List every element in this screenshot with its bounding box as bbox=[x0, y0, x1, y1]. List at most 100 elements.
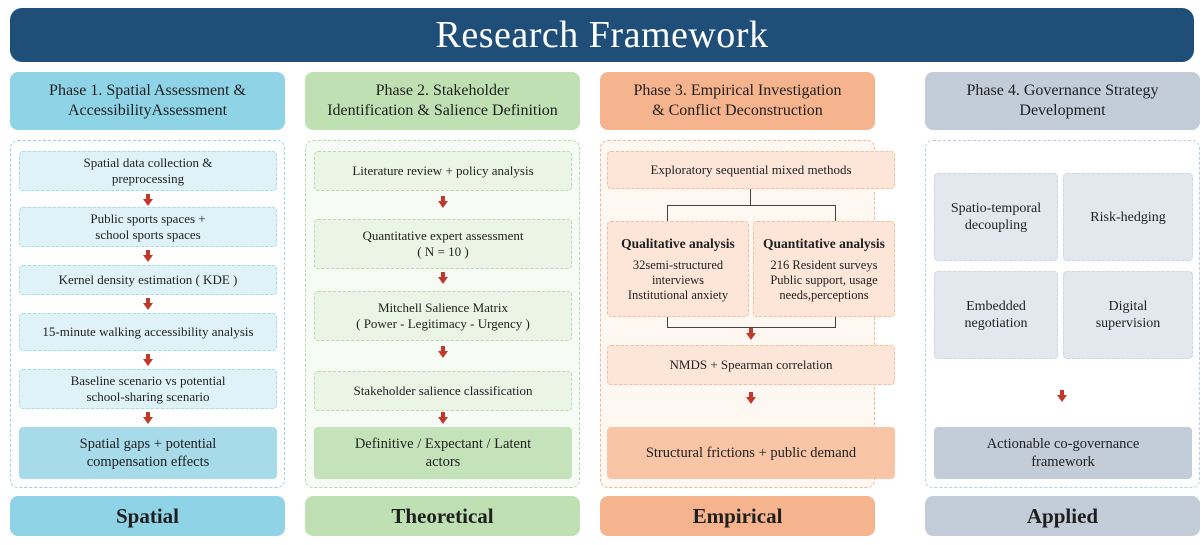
quantitative-line: 216 Resident surveys bbox=[770, 258, 878, 272]
phase-3-header: Phase 3. Empirical Investigation & Confl… bbox=[600, 72, 875, 130]
connector-line bbox=[667, 205, 668, 221]
connector-line bbox=[835, 205, 836, 221]
phase-1-panel: Spatial data collection &preprocessing P… bbox=[10, 140, 285, 488]
flow-arrow bbox=[143, 354, 153, 366]
result-text: framework bbox=[1031, 454, 1095, 470]
step-text: Stakeholder salience classification bbox=[353, 383, 533, 398]
step-mixed-methods: Exploratory sequential mixed methods bbox=[607, 151, 895, 189]
step-sports-spaces: Public sports spaces +school sports spac… bbox=[19, 207, 277, 247]
connector-line bbox=[750, 189, 751, 205]
quantitative-title: Quantitative analysis bbox=[763, 236, 885, 251]
connector-line bbox=[667, 327, 836, 328]
step-salience-classification: Stakeholder salience classification bbox=[314, 371, 572, 411]
step-text: school sports spaces bbox=[95, 227, 201, 242]
step-text: ( N = 10 ) bbox=[417, 244, 469, 259]
phase-2-header-line-1: Phase 2. Stakeholder bbox=[375, 82, 510, 99]
step-text: preprocessing bbox=[111, 171, 185, 186]
flow-arrow bbox=[438, 412, 448, 424]
quantitative-line: needs,perceptions bbox=[779, 288, 869, 302]
quantitative-analysis-box: Quantitative analysis 216 Resident surve… bbox=[753, 221, 895, 317]
phase-3-column: Phase 3. Empirical Investigation & Confl… bbox=[600, 72, 895, 538]
phase-2-panel: Literature review + policy analysis Quan… bbox=[305, 140, 580, 488]
phase-3-header-line-1: Phase 3. Empirical Investigation bbox=[633, 82, 842, 99]
step-walking-accessibility: 15-minute walking accessibility analysis bbox=[19, 313, 277, 351]
phase-4-header-line-1: Phase 4. Governance Strategy bbox=[966, 82, 1159, 99]
strategy-digital-supervision: Digital supervision bbox=[1063, 271, 1193, 359]
step-text: NMDS + Spearman correlation bbox=[669, 357, 833, 372]
step-text: ( Power - Legitimacy - Urgency ) bbox=[356, 316, 530, 331]
strategy-text: Spatio-temporal bbox=[950, 201, 1042, 216]
flow-arrow bbox=[746, 328, 756, 340]
result-text: compensation effects bbox=[86, 454, 210, 470]
connector-line bbox=[667, 317, 668, 327]
step-text: Exploratory sequential mixed methods bbox=[650, 162, 852, 177]
qualitative-line: interviews bbox=[651, 273, 705, 287]
flow-arrow bbox=[438, 272, 448, 284]
phase-4-footer: Applied bbox=[925, 496, 1200, 536]
phase-2-column: Phase 2. Stakeholder Identification & Sa… bbox=[305, 72, 580, 538]
strategy-risk-hedging: Risk-hedging bbox=[1063, 173, 1193, 261]
phase-4-result: Actionable co-governance framework bbox=[934, 427, 1192, 479]
step-kde: Kernel density estimation ( KDE ) bbox=[19, 265, 277, 295]
step-text: Quantitative expert assessment bbox=[362, 228, 524, 243]
step-literature-review: Literature review + policy analysis bbox=[314, 151, 572, 191]
result-text: Structural frictions + public demand bbox=[645, 445, 857, 461]
step-text: Spatial data collection & bbox=[83, 155, 213, 170]
step-expert-assessment: Quantitative expert assessment( N = 10 ) bbox=[314, 219, 572, 269]
result-text: actors bbox=[425, 454, 461, 470]
phase-2-header: Phase 2. Stakeholder Identification & Sa… bbox=[305, 72, 580, 130]
strategy-embedded-negotiation: Embedded negotiation bbox=[934, 271, 1058, 359]
phase-2-header-line-2: Identification & Salience Definition bbox=[327, 102, 558, 119]
step-mitchell-matrix: Mitchell Salience Matrix( Power - Legiti… bbox=[314, 291, 572, 341]
step-text: school-sharing scenario bbox=[86, 389, 210, 404]
step-text: Kernel density estimation ( KDE ) bbox=[58, 272, 238, 287]
phase-3-result: Structural frictions + public demand bbox=[607, 427, 895, 479]
framework-title: Research Framework bbox=[10, 8, 1194, 62]
phase-4-column: Phase 4. Governance Strategy Development… bbox=[925, 72, 1200, 538]
phase-3-panel: Exploratory sequential mixed methods Qua… bbox=[600, 140, 895, 488]
strategy-text: Digital bbox=[1108, 299, 1148, 314]
strategy-text: supervision bbox=[1095, 316, 1161, 331]
flow-arrow bbox=[143, 298, 153, 310]
flow-arrow bbox=[143, 412, 153, 424]
qualitative-line: 32semi-structured bbox=[632, 258, 724, 272]
step-text: Mitchell Salience Matrix bbox=[378, 300, 508, 315]
strategy-text: decoupling bbox=[964, 218, 1028, 233]
phase-1-column: Phase 1. Spatial Assessment & Accessibil… bbox=[10, 72, 285, 538]
phase-3-footer: Empirical bbox=[600, 496, 875, 536]
phase-4-header: Phase 4. Governance Strategy Development bbox=[925, 72, 1200, 130]
strategy-text: Embedded bbox=[966, 299, 1026, 314]
flow-arrow bbox=[746, 392, 756, 404]
phase-3-header-line-2: & Conflict Deconstruction bbox=[652, 102, 823, 119]
phase-1-result: Spatial gaps + potential compensation eff… bbox=[19, 427, 277, 479]
quantitative-line: Public support, usage bbox=[770, 273, 878, 287]
flow-arrow bbox=[438, 196, 448, 208]
flow-arrow bbox=[143, 194, 153, 206]
strategy-text: negotiation bbox=[964, 316, 1028, 331]
phase-1-header: Phase 1. Spatial Assessment & Accessibil… bbox=[10, 72, 285, 130]
result-text: Actionable co-governance bbox=[986, 436, 1140, 452]
step-nmds-spearman: NMDS + Spearman correlation bbox=[607, 345, 895, 385]
flow-arrow bbox=[438, 346, 448, 358]
qualitative-title: Qualitative analysis bbox=[621, 236, 735, 251]
step-text: Public sports spaces + bbox=[90, 211, 206, 226]
qualitative-line: Institutional anxiety bbox=[627, 288, 729, 302]
phase-4-panel: Spatio-temporal decoupling Risk-hedging E… bbox=[925, 140, 1200, 488]
flow-arrow bbox=[143, 250, 153, 262]
connector-line bbox=[667, 205, 835, 206]
step-spatial-data-collection: Spatial data collection &preprocessing bbox=[19, 151, 277, 191]
connector-line bbox=[835, 317, 836, 327]
phase-4-header-line-2: Development bbox=[1019, 102, 1106, 119]
qualitative-analysis-box: Qualitative analysis 32semi-structured i… bbox=[607, 221, 749, 317]
phase-1-footer: Spatial bbox=[10, 496, 285, 536]
phase-2-footer: Theoretical bbox=[305, 496, 580, 536]
result-text: Spatial gaps + potential bbox=[79, 436, 217, 452]
flow-arrow bbox=[1057, 390, 1067, 402]
phase-1-header-line-1: Phase 1. Spatial Assessment & bbox=[49, 82, 246, 99]
step-text: Literature review + policy analysis bbox=[352, 163, 534, 178]
step-text: 15-minute walking accessibility analysis bbox=[42, 324, 254, 339]
phase-1-header-line-2: AccessibilityAssessment bbox=[67, 102, 228, 119]
strategy-spatio-temporal: Spatio-temporal decoupling bbox=[934, 173, 1058, 261]
